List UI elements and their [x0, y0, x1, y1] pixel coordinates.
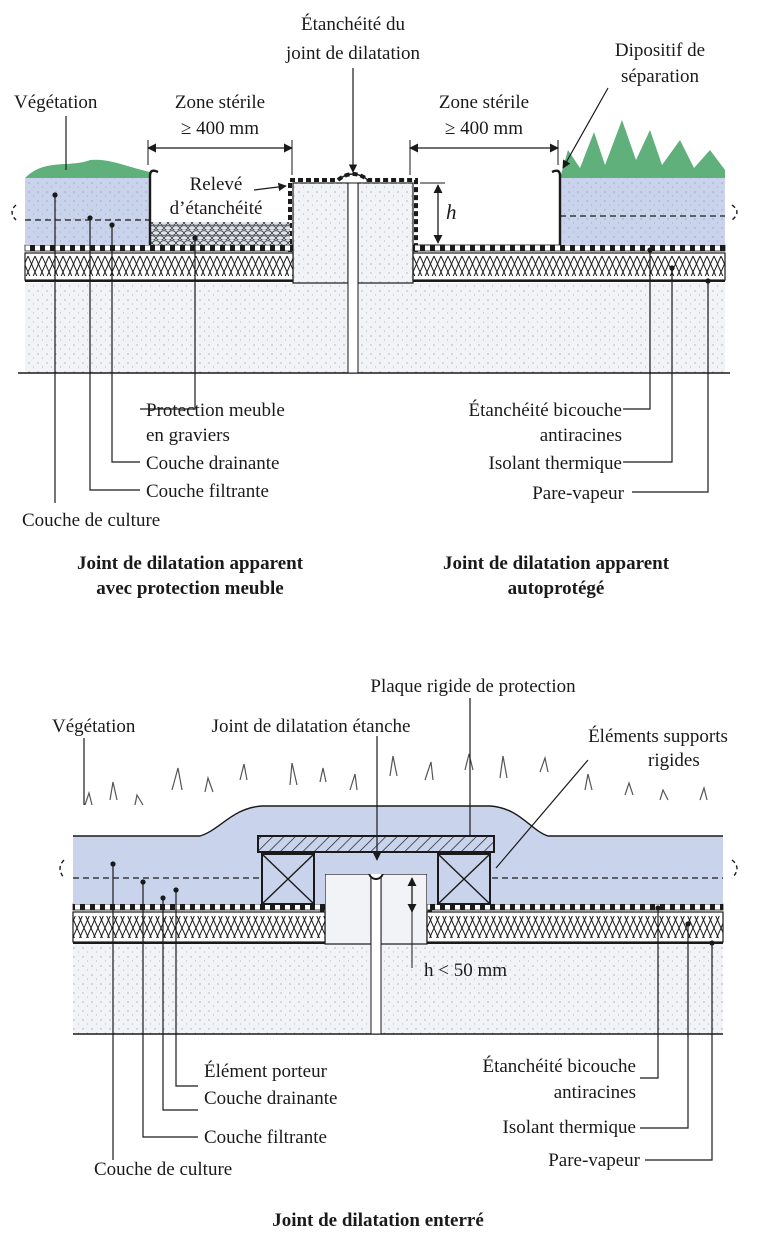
caption-top-right-1: Joint de dilatation apparent [443, 553, 670, 574]
bottom-support-left [261, 853, 315, 905]
label-etancheite-bicouche-top-1: Étanchéité bicouche [468, 399, 622, 421]
bottom-rigid-plate [257, 835, 495, 853]
bottom-culture [73, 806, 723, 904]
label-couche-drainante-bottom: Couche drainante [204, 1088, 337, 1109]
caption-top-left-1: Joint de dilatation apparent [77, 553, 304, 574]
label-releve-1: Relevé [190, 174, 243, 195]
label-isolant-bottom: Isolant thermique [503, 1117, 637, 1138]
label-h-limit: h < 50 mm [424, 960, 507, 981]
label-vegetation-bottom: Végétation [52, 716, 136, 737]
label-pare-vapeur-bottom: Pare-vapeur [548, 1150, 640, 1171]
label-dispositif-2: séparation [621, 66, 700, 87]
label-dispositif-1: Dipositif de [615, 40, 705, 61]
bottom-section: Plaque rigide de protection Végétation J… [52, 676, 738, 1231]
top-vegetation-left [25, 159, 150, 178]
label-etancheite-joint-2: joint de dilatation [285, 43, 421, 64]
label-etancheite-bicouche-bottom-1: Étanchéité bicouche [482, 1055, 636, 1077]
label-zone-sterile-left-1: Zone stérile [175, 92, 265, 113]
label-elements-1: Éléments supports [588, 725, 728, 747]
bottom-vegetation [84, 753, 708, 806]
top-section: Étanchéité du joint de dilatation Diposi… [11, 13, 738, 599]
label-zone-sterile-left-2: ≥ 400 mm [181, 118, 259, 139]
label-couche-filtrante-top: Couche filtrante [146, 481, 269, 502]
label-couche-culture-top: Couche de culture [22, 510, 160, 531]
label-zone-sterile-right-2: ≥ 400 mm [445, 118, 523, 139]
top-expansion-gap [347, 182, 359, 374]
label-elements-2: rigides [648, 750, 700, 771]
label-plaque: Plaque rigide de protection [370, 676, 576, 697]
label-element-porteur: Élément porteur [204, 1060, 328, 1082]
label-isolant-top: Isolant thermique [489, 453, 623, 474]
bottom-support-right [437, 853, 491, 905]
top-vegetation-right [560, 120, 725, 178]
label-couche-culture-bottom: Couche de culture [94, 1159, 232, 1180]
label-couche-filtrante-bottom: Couche filtrante [204, 1127, 327, 1148]
caption-top-left-2: avec protection meuble [96, 578, 284, 599]
label-etancheite-bicouche-top-2: antiracines [540, 425, 622, 446]
label-etancheite-bicouche-bottom-2: antiracines [554, 1082, 636, 1103]
label-zone-sterile-right-1: Zone stérile [439, 92, 529, 113]
label-couche-drainante-top: Couche drainante [146, 453, 279, 474]
label-etancheite-joint-1: Étanchéité du [301, 13, 405, 35]
bottom-expansion-gap [370, 873, 382, 1035]
label-h: h [446, 200, 457, 224]
label-joint-etanche: Joint de dilatation étanche [212, 716, 411, 737]
caption-bottom: Joint de dilatation enterré [272, 1210, 484, 1231]
label-releve-2: d’étanchéité [170, 198, 263, 219]
caption-top-right-2: autoprotégé [508, 578, 605, 599]
label-vegetation-top: Végétation [14, 92, 98, 113]
label-pare-vapeur-top: Pare-vapeur [532, 483, 624, 504]
label-protection-1: Protection meuble [146, 400, 285, 421]
label-protection-2: en graviers [146, 425, 230, 446]
